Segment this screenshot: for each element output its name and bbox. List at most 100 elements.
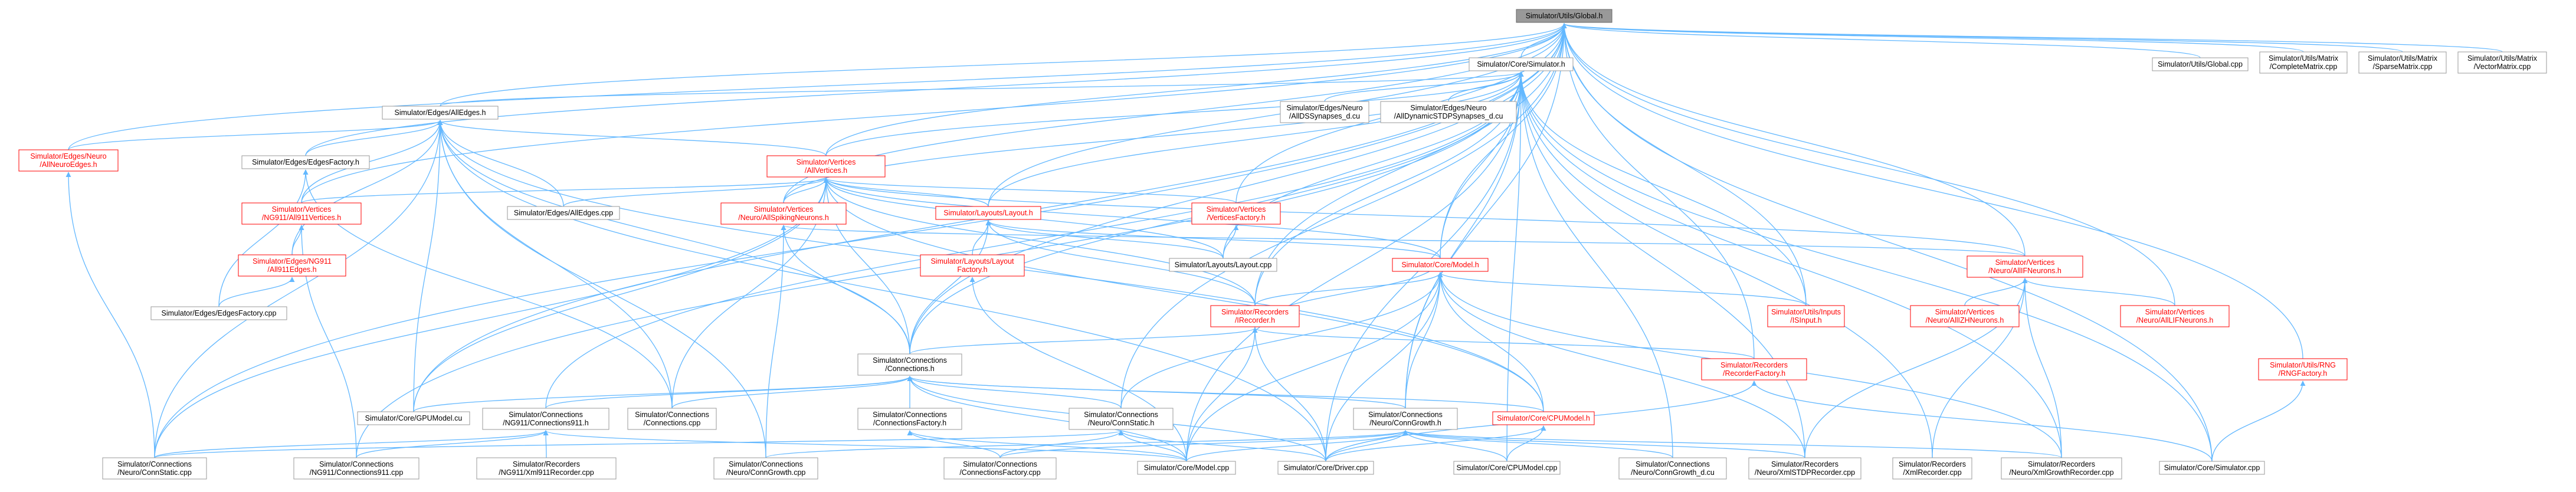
node-box[interactable]	[2259, 51, 2348, 74]
node-simulator-edges-neuro-alldssynapses-d-cu[interactable]: Simulator/Edges/Neuro/AllDSSynapses_d.cu	[1280, 101, 1369, 123]
node-simulator-connections-connectionsfactory-h[interactable]: Simulator/Connections/ConnectionsFactory…	[857, 408, 962, 430]
node-simulator-connections-ng911-connections911-h[interactable]: Simulator/Connections/NG911/Connections9…	[482, 408, 609, 430]
node-box[interactable]	[2258, 358, 2348, 381]
node-box[interactable]	[1516, 9, 1613, 23]
node-box[interactable]	[1380, 101, 1517, 123]
node-box[interactable]	[18, 149, 119, 172]
node-box[interactable]	[1137, 461, 1236, 475]
node-simulator-vertices-ng911-all911vertices-h[interactable]: Simulator/Vertices/NG911/All911Vertices.…	[241, 202, 362, 225]
node-simulator-utils-matrix-vectormatrix-cpp[interactable]: Simulator/Utils/Matrix/VectorMatrix.cpp	[2457, 51, 2547, 74]
node-simulator-connections-neuro-connstatic-cpp[interactable]: Simulator/Connections/Neuro/ConnStatic.c…	[102, 457, 207, 480]
node-box[interactable]	[150, 306, 287, 320]
node-simulator-core-cpumodel-h[interactable]: Simulator/Core/CPUModel.h	[1492, 411, 1595, 425]
node-simulator-connections-ng911-connections911-cpp[interactable]: Simulator/Connections/NG911/Connections9…	[293, 457, 419, 480]
node-simulator-vertices-neuro-allifneurons-h[interactable]: Simulator/Vertices/Neuro/AllIFNeurons.h	[1967, 255, 2083, 278]
node-simulator-utils-global-cpp[interactable]: Simulator/Utils/Global.cpp	[2152, 57, 2249, 71]
node-simulator-edges-neuro-alldynamicstdpsynapses-d-cu[interactable]: Simulator/Edges/Neuro/AllDynamicSTDPSyna…	[1380, 101, 1517, 123]
node-simulator-vertices-neuro-alllifneurons-h[interactable]: Simulator/Vertices/Neuro/AllLIFNeurons.h	[2120, 305, 2230, 327]
node-simulator-layouts-layout-cpp[interactable]: Simulator/Layouts/Layout.cpp	[1169, 258, 1277, 272]
node-box[interactable]	[2159, 461, 2265, 475]
node-box[interactable]	[102, 457, 207, 480]
node-box[interactable]	[920, 254, 1025, 277]
node-simulator-core-model-h[interactable]: Simulator/Core/Model.h	[1392, 258, 1489, 272]
node-simulator-recorders-neuro-xmlstdprecorder-cpp[interactable]: Simulator/Recorders/Neuro/XmlSTDPRecorde…	[1748, 457, 1861, 480]
node-simulator-utils-matrix-completematrix-cpp[interactable]: Simulator/Utils/Matrix/CompleteMatrix.cp…	[2259, 51, 2348, 74]
node-simulator-core-model-cpp[interactable]: Simulator/Core/Model.cpp	[1137, 461, 1236, 475]
node-simulator-utils-global-h[interactable]: Simulator/Utils/Global.h	[1516, 9, 1613, 23]
node-simulator-core-gpumodel-cu[interactable]: Simulator/Core/GPUModel.cu	[357, 411, 470, 425]
node-box[interactable]	[935, 206, 1041, 220]
node-box[interactable]	[857, 353, 962, 376]
node-box[interactable]	[382, 106, 499, 120]
node-simulator-vertices-neuro-allspikingneurons-h[interactable]: Simulator/Vertices/Neuro/AllSpikingNeuro…	[720, 202, 847, 225]
node-box[interactable]	[507, 206, 620, 220]
node-box[interactable]	[1453, 461, 1561, 475]
node-simulator-recorders-neuro-xmlgrowthrecorder-cpp[interactable]: Simulator/Recorders/Neuro/XmlGrowthRecor…	[2001, 457, 2122, 480]
node-simulator-layouts-layout-h[interactable]: Simulator/Layouts/Layout.h	[935, 206, 1041, 220]
node-box[interactable]	[943, 457, 1057, 480]
node-box[interactable]	[857, 408, 962, 430]
node-simulator-connections-neuro-conngrowth-cpp[interactable]: Simulator/Connections/Neuro/ConnGrowth.c…	[713, 457, 818, 480]
node-box[interactable]	[627, 408, 717, 430]
node-simulator-recorders-recorderfactory-h[interactable]: Simulator/Recorders/RecorderFactory.h	[1701, 358, 1807, 381]
node-simulator-edges-alledges-h[interactable]: Simulator/Edges/AllEdges.h	[382, 106, 499, 120]
node-box[interactable]	[1469, 57, 1574, 71]
node-simulator-connections-neuro-connstatic-h[interactable]: Simulator/Connections/Neuro/ConnStatic.h	[1069, 408, 1174, 430]
node-box[interactable]	[293, 457, 419, 480]
node-box[interactable]	[1748, 457, 1861, 480]
node-simulator-recorders-xmlrecorder-cpp[interactable]: Simulator/Recorders/XmlRecorder.cpp	[1892, 457, 1972, 480]
node-box[interactable]	[476, 457, 617, 480]
node-box[interactable]	[1069, 408, 1174, 430]
node-simulator-edges-neuro-allneuroedges-h[interactable]: Simulator/Edges/Neuro/AllNeuroEdges.h	[18, 149, 119, 172]
node-simulator-connections-connectionsfactory-cpp[interactable]: Simulator/Connections/ConnectionsFactory…	[943, 457, 1057, 480]
node-simulator-core-driver-cpp[interactable]: Simulator/Core/Driver.cpp	[1277, 461, 1374, 475]
node-simulator-edges-edgesfactory-h[interactable]: Simulator/Edges/EdgesFactory.h	[241, 155, 370, 169]
node-simulator-vertices-verticesfactory-h[interactable]: Simulator/Vertices/VerticesFactory.h	[1191, 202, 1281, 225]
node-box[interactable]	[2120, 305, 2230, 327]
node-simulator-edges-ng911-all911edges-h[interactable]: Simulator/Edges/NG911/All911Edges.h	[238, 254, 346, 277]
node-box[interactable]	[238, 254, 346, 277]
node-box[interactable]	[2457, 51, 2547, 74]
node-box[interactable]	[2358, 51, 2447, 74]
node-box[interactable]	[1967, 255, 2083, 278]
node-simulator-edges-alledges-cpp[interactable]: Simulator/Edges/AllEdges.cpp	[507, 206, 620, 220]
node-box[interactable]	[1492, 411, 1595, 425]
node-box[interactable]	[1169, 258, 1277, 272]
node-simulator-core-simulator-cpp[interactable]: Simulator/Core/Simulator.cpp	[2159, 461, 2265, 475]
node-simulator-recorders-ng911-xml911recorder-cpp[interactable]: Simulator/Recorders/NG911/Xml911Recorder…	[476, 457, 617, 480]
node-box[interactable]	[1191, 202, 1281, 225]
node-box[interactable]	[1618, 457, 1727, 480]
node-simulator-connections-connections-cpp[interactable]: Simulator/Connections/Connections.cpp	[627, 408, 717, 430]
node-simulator-vertices-neuro-allizhneurons-h[interactable]: Simulator/Vertices/Neuro/AllIZHNeurons.h	[1910, 305, 2020, 327]
node-simulator-vertices-allvertices-h[interactable]: Simulator/Vertices/AllVertices.h	[766, 155, 886, 178]
node-simulator-core-cpumodel-cpp[interactable]: Simulator/Core/CPUModel.cpp	[1453, 461, 1561, 475]
node-simulator-connections-neuro-conngrowth-d-cu[interactable]: Simulator/Connections/Neuro/ConnGrowth_d…	[1618, 457, 1727, 480]
node-box[interactable]	[1392, 258, 1489, 272]
node-box[interactable]	[1353, 408, 1458, 430]
node-simulator-connections-neuro-conngrowth-h[interactable]: Simulator/Connections/Neuro/ConnGrowth.h	[1353, 408, 1458, 430]
node-box[interactable]	[1210, 305, 1300, 327]
node-simulator-recorders-irecorder-h[interactable]: Simulator/Recorders/IRecorder.h	[1210, 305, 1300, 327]
node-box[interactable]	[241, 155, 370, 169]
node-simulator-utils-rng-rngfactory-h[interactable]: Simulator/Utils/RNG/RNGFactory.h	[2258, 358, 2348, 381]
node-box[interactable]	[1767, 305, 1845, 327]
node-box[interactable]	[713, 457, 818, 480]
node-box[interactable]	[482, 408, 609, 430]
node-box[interactable]	[1910, 305, 2020, 327]
node-box[interactable]	[1892, 457, 1972, 480]
node-box[interactable]	[1701, 358, 1807, 381]
node-simulator-utils-inputs-isinput-h[interactable]: Simulator/Utils/Inputs/ISInput.h	[1767, 305, 1845, 327]
node-simulator-utils-matrix-sparsematrix-cpp[interactable]: Simulator/Utils/Matrix/SparseMatrix.cpp	[2358, 51, 2447, 74]
node-box[interactable]	[720, 202, 847, 225]
node-box[interactable]	[241, 202, 362, 225]
node-box[interactable]	[1280, 101, 1369, 123]
node-box[interactable]	[357, 411, 470, 425]
node-box[interactable]	[2001, 457, 2122, 480]
node-simulator-connections-connections-h[interactable]: Simulator/Connections/Connections.h	[857, 353, 962, 376]
node-simulator-edges-edgesfactory-cpp[interactable]: Simulator/Edges/EdgesFactory.cpp	[150, 306, 287, 320]
node-box[interactable]	[1277, 461, 1374, 475]
node-box[interactable]	[2152, 57, 2249, 71]
node-simulator-core-simulator-h[interactable]: Simulator/Core/Simulator.h	[1469, 57, 1574, 71]
node-box[interactable]	[766, 155, 886, 178]
